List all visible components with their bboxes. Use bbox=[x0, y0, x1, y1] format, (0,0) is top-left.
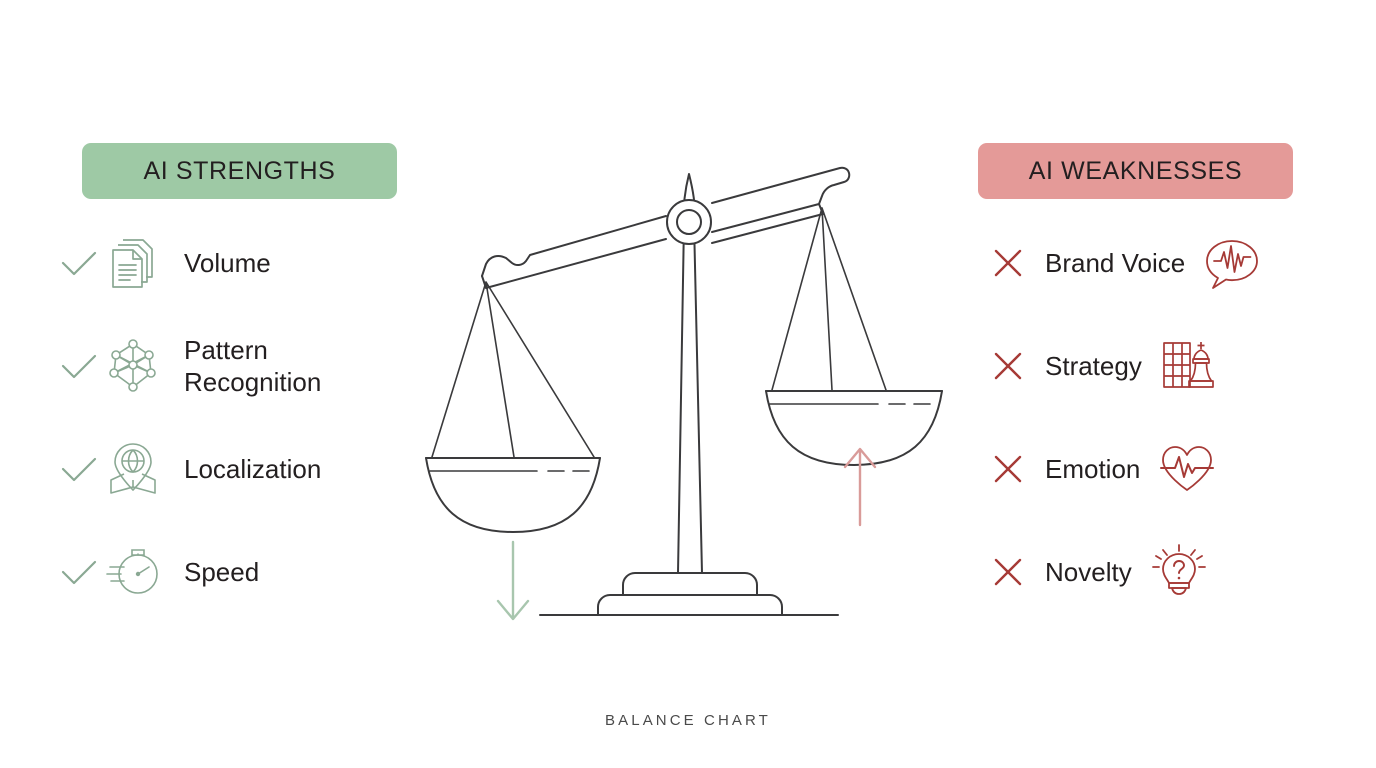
base-upper-tier bbox=[622, 572, 758, 596]
check-icon bbox=[61, 251, 97, 276]
left-pan-group bbox=[425, 281, 601, 533]
ai-strengths-banner-label: AI STRENGTHS bbox=[143, 156, 336, 185]
check-icon bbox=[61, 457, 97, 482]
map-pin-globe-icon bbox=[110, 443, 156, 494]
list-item: Strategy bbox=[985, 318, 1220, 414]
list-item: Speed bbox=[56, 524, 259, 620]
cross-icon bbox=[994, 249, 1022, 277]
list-item: Brand Voice bbox=[985, 215, 1263, 311]
list-item-label: Pattern Recognition bbox=[184, 335, 322, 397]
beam bbox=[481, 166, 851, 277]
heart-pulse-icon bbox=[1160, 446, 1215, 491]
stopwatch-icon bbox=[106, 549, 158, 594]
base-lower-tier bbox=[597, 594, 783, 616]
cross-icon bbox=[994, 455, 1022, 483]
documents-icon bbox=[112, 239, 153, 288]
beam-underside-right bbox=[711, 203, 824, 244]
list-item: Pattern Recognition bbox=[56, 318, 321, 414]
left-pan-strings bbox=[431, 281, 595, 458]
ai-weaknesses-banner-label: AI WEAKNESSES bbox=[1028, 156, 1243, 185]
list-item: Localization bbox=[56, 421, 321, 517]
right-pan-bowl bbox=[765, 390, 943, 466]
network-nodes-icon bbox=[109, 339, 156, 392]
list-item-label: Speed bbox=[184, 557, 260, 587]
list-item-label: Novelty bbox=[1045, 557, 1132, 587]
right-pan-strings bbox=[771, 207, 887, 391]
left-pan-bowl bbox=[425, 457, 601, 533]
list-item-label: Brand Voice bbox=[1045, 248, 1186, 278]
chart-caption: BALANCE CHART bbox=[605, 712, 771, 729]
check-icon bbox=[61, 560, 97, 585]
chess-king-grid-icon bbox=[1162, 342, 1214, 388]
list-item-label: Emotion bbox=[1045, 454, 1141, 484]
right-pan-group bbox=[765, 207, 943, 466]
speech-bubble-waveform-icon bbox=[1206, 240, 1259, 289]
balance-scale-graphic bbox=[425, 166, 943, 621]
ai-strengths-banner: AI STRENGTHS bbox=[82, 143, 397, 199]
check-icon bbox=[61, 354, 97, 379]
cross-icon bbox=[994, 558, 1022, 586]
center-column bbox=[677, 221, 703, 574]
pivot-inner-ring bbox=[676, 209, 702, 235]
list-item: Novelty bbox=[985, 524, 1210, 620]
list-item: Emotion bbox=[985, 421, 1218, 517]
up-arrow-icon bbox=[843, 447, 877, 527]
lightbulb-question-icon bbox=[1151, 544, 1206, 595]
cross-icon bbox=[994, 352, 1022, 380]
beam-underside-left bbox=[481, 238, 667, 289]
list-item: Volume bbox=[56, 215, 271, 311]
list-item-label: Strategy bbox=[1045, 351, 1142, 381]
list-item-label: Localization bbox=[184, 454, 322, 484]
down-arrow-icon bbox=[496, 540, 530, 621]
ai-weaknesses-banner: AI WEAKNESSES bbox=[978, 143, 1293, 199]
list-item-label: Volume bbox=[184, 248, 271, 278]
